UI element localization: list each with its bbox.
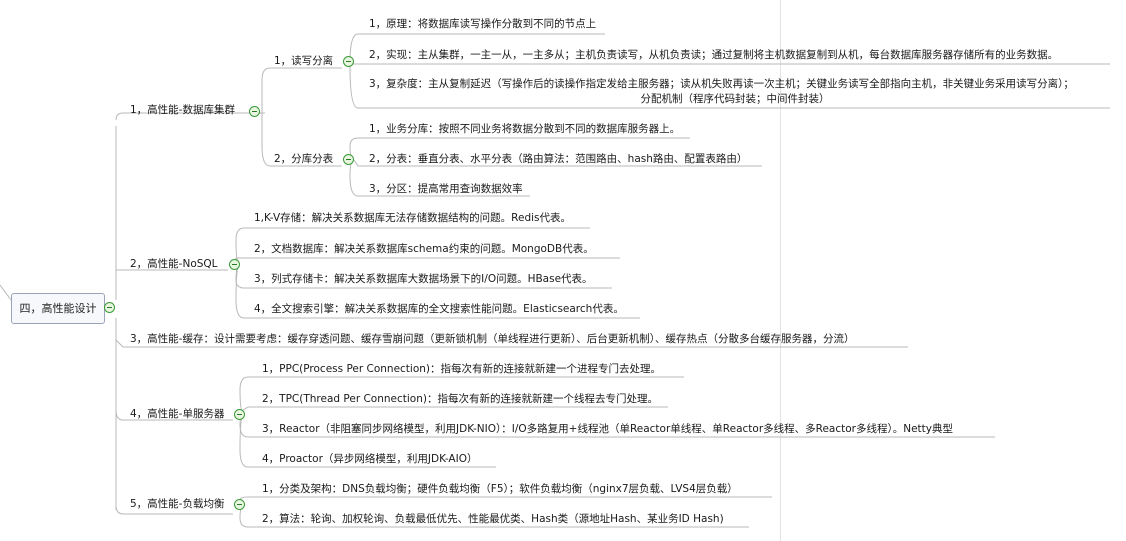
branch-load-balance[interactable]: 5，高性能-负载均衡 [130, 498, 225, 510]
rw-item-1[interactable]: 1，原理：将数据库读写操作分散到不同的节点上 [369, 18, 597, 30]
branch-db-cluster[interactable]: 1，高性能-数据库集群 [130, 104, 235, 116]
collapse-icon[interactable] [249, 106, 260, 117]
rw-item-3-cont: 分配机制（程序代码封装；中间件封装） [640, 93, 830, 105]
shard-item-2[interactable]: 2，分表：垂直分表、水平分表（路由算法：范围路由、hash路由、配置表路由） [369, 153, 748, 165]
lb-item-2[interactable]: 2，算法：轮询、加权轮询、负载最低优先、性能最优类、Hash类（源地址Hash、… [262, 513, 724, 525]
single-item-2[interactable]: 2，TPC(Thread Per Connection)：指每次有新的连接就新建… [262, 393, 658, 405]
single-item-1[interactable]: 1，PPC(Process Per Connection)：指每次有新的连接就新… [262, 363, 662, 375]
collapse-icon[interactable] [104, 302, 115, 313]
collapse-icon[interactable] [229, 259, 240, 270]
rw-item-2[interactable]: 2，实现：主从集群，一主一从，一主多从；主机负责读写，从机负责读；通过复制将主机… [369, 49, 1059, 61]
lb-item-1[interactable]: 1，分类及架构：DNS负载均衡；硬件负载均衡（F5）；软件负载均衡（nginx7… [262, 483, 738, 495]
page-boundary-line [780, 0, 781, 541]
root-node[interactable]: 四，高性能设计 [11, 293, 105, 324]
collapse-icon[interactable] [343, 56, 354, 67]
nosql-item-2[interactable]: 2，文档数据库：解决关系数据库schema约束的问题。MongoDB代表。 [254, 243, 594, 255]
nosql-item-1[interactable]: 1,K-V存储：解决关系数据库无法存储数据结构的问题。Redis代表。 [254, 212, 571, 224]
rw-item-3[interactable]: 3，复杂度：主从复制延迟（写操作后的读操作指定发给主服务器；读从机失败再读一次主… [369, 78, 1074, 90]
node-sharding[interactable]: 2，分库分表 [274, 153, 334, 165]
branch-cache[interactable]: 3，高性能-缓存：设计需要考虑：缓存穿透问题、缓存雪崩问题（更新锁机制（单线程进… [130, 333, 855, 345]
nosql-item-3[interactable]: 3，列式存储卡：解决关系数据库大数据场景下的I/O问题。HBase代表。 [254, 273, 593, 285]
collapse-icon[interactable] [234, 499, 245, 510]
collapse-icon[interactable] [234, 409, 245, 420]
root-label: 四，高性能设计 [19, 302, 97, 315]
shard-item-1[interactable]: 1，业务分库：按照不同业务将数据分散到不同的数据库服务器上。 [369, 123, 681, 135]
branch-nosql[interactable]: 2，高性能-NoSQL [130, 258, 218, 270]
shard-item-3[interactable]: 3，分区：提高常用查询数据效率 [369, 183, 523, 195]
nosql-item-4[interactable]: 4，全文搜索引擎：解决关系数据库的全文搜索性能问题。Elasticsearch代… [254, 303, 624, 315]
node-rw-split[interactable]: 1，读写分离 [274, 55, 334, 67]
collapse-icon[interactable] [343, 154, 354, 165]
single-item-3[interactable]: 3，Reactor（非阻塞同步网络模型，利用JDK-NIO）：I/O多路复用+线… [262, 423, 954, 435]
branch-single-server[interactable]: 4，高性能-单服务器 [130, 408, 225, 420]
single-item-4[interactable]: 4，Proactor（异步网络模型，利用JDK-AIO） [262, 453, 478, 465]
